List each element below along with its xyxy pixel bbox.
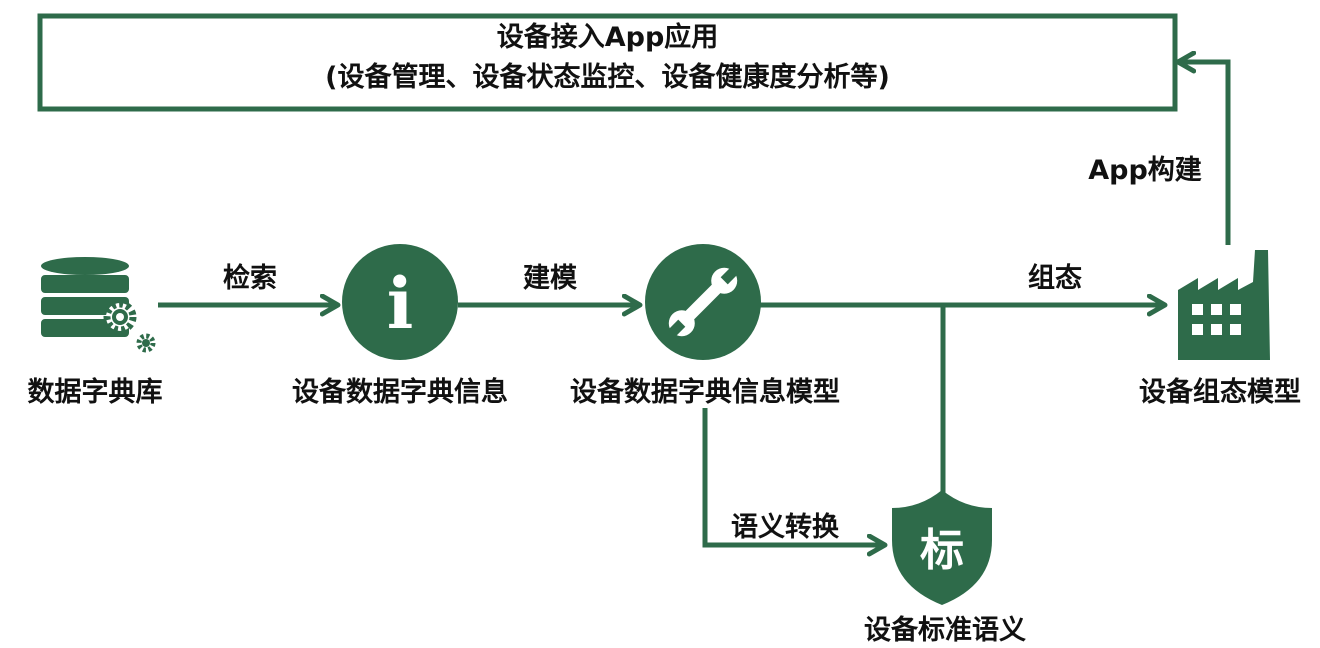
node-label-semantics: 设备标准语义	[864, 615, 1026, 646]
node-label-config-model: 设备组态模型	[1139, 377, 1301, 408]
gear-icon	[103, 300, 156, 353]
node-label-dict-model: 设备数据字典信息模型	[570, 377, 840, 408]
node-label-dict-info: 设备数据字典信息	[292, 377, 508, 408]
edge-label-modeling: 建模	[523, 263, 577, 294]
app-build-arrow	[1178, 62, 1231, 245]
edge-label-semantic-convert: 语义转换	[731, 512, 839, 543]
app-box	[37, 13, 1178, 112]
edge-label-configure: 组态	[1028, 263, 1082, 294]
semantic-convert-arrow	[702, 408, 885, 545]
app-box-text: 设备接入App应用 (设备管理、设备状态监控、设备健康度分析等)	[40, 18, 1175, 98]
app-box-title: 设备接入App应用	[496, 22, 719, 53]
shield-glyph: 标	[920, 525, 964, 576]
edge-label-app-build: App构建	[1088, 155, 1202, 186]
database-icon	[41, 257, 134, 337]
node-label-dict-db: 数据字典库	[27, 377, 163, 408]
edge-label-retrieve: 检索	[223, 263, 277, 294]
wrench-icon	[645, 244, 761, 360]
shield-icon: 标	[892, 490, 992, 605]
info-glyph: i	[387, 262, 414, 345]
info-icon: i	[342, 244, 458, 360]
app-box-subtitle: (设备管理、设备状态监控、设备健康度分析等)	[325, 62, 890, 93]
factory-icon	[1178, 250, 1270, 360]
